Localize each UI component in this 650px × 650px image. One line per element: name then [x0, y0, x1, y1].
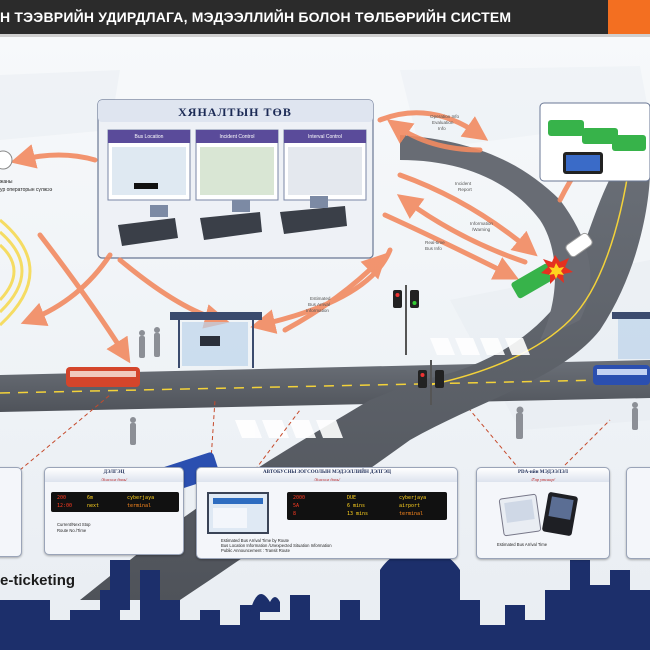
label-operation-info-2: Evaluation [432, 120, 454, 125]
header-accent-block [608, 0, 650, 34]
led-route-number: 200 [57, 495, 67, 501]
led-row: 2000 DUE cyberjaya [287, 495, 447, 502]
pda-device-icon [498, 493, 542, 537]
panel-bus-stop-info-subtitle: /Зогсоол дахь/ [313, 477, 341, 482]
city-skyline [0, 547, 650, 650]
bus-car-white [565, 232, 593, 258]
led-row: 200 6m cyberjaya [51, 495, 179, 502]
panel-bus-stop-info-header: АВТОБУСНЫ ЗОГСООЛЫН МЭДЭЭЛЛИЙН ДЭЛГЭЦ /З… [197, 468, 457, 482]
screen-label-incident-control: Incident Control [219, 134, 254, 140]
led-route-number: 5A [293, 503, 300, 509]
label-incident: Incident [455, 181, 472, 186]
label-operation-info-3: Info [438, 126, 446, 131]
led-board-left: 200 6m cyberjaya 12:00 next terminal [51, 492, 179, 512]
header-divider [0, 34, 650, 37]
panel-bus-stop-info: АВТОБУСНЫ ЗОГСООЛЫН МЭДЭЭЛЛИЙН ДЭЛГЭЦ /З… [196, 467, 458, 559]
kiosk-screen-icon [207, 492, 269, 534]
led-arrival-time: 6m [87, 495, 94, 501]
incident-burst-icon [541, 255, 573, 284]
label-operation-info: Operation Info [430, 114, 460, 119]
label-warning: /Warning [472, 227, 491, 232]
panel-stop-display: ДЭЛГЭЦ /Зогсоол дахь/ 200 6m cyberjaya 1… [44, 467, 184, 555]
led-destination: terminal [127, 503, 152, 509]
panel-stop-display-caption-1: Current/Next Stop [57, 522, 91, 527]
led-destination: cyberjaya [127, 495, 155, 501]
label-bus-arrival: Bus Arrival [308, 302, 330, 307]
led-destination: terminal [399, 511, 424, 517]
pedestrians [130, 327, 638, 445]
panel-bus-stop-info-caption-2: Bus Location Information /Unexpected Sit… [221, 543, 332, 548]
label-bus-info: Bus Info [425, 246, 442, 251]
label-arrival-information: Information [306, 308, 329, 313]
led-arrival-time: 13 mins [347, 511, 369, 517]
road-network [0, 130, 650, 600]
arrow-text-labels: Operation Info Evaluation Info Incident … [306, 114, 493, 313]
led-arrival-time: DUE [347, 495, 357, 501]
wireless-signal-icon [0, 218, 32, 327]
panel-stop-display-header: ДЭЛГЭЦ /Зогсоол дахь/ [45, 468, 183, 482]
control-center-window [97, 99, 374, 259]
bus-depot [539, 102, 650, 182]
panel-stop-display-left [0, 467, 22, 557]
bus-red [66, 367, 140, 387]
led-route-number: 8 [293, 511, 297, 517]
monitor-bus-location [107, 129, 191, 201]
left-label-line1: жаны [0, 179, 13, 185]
label-report: Report [458, 187, 473, 192]
panel-pda-info: PDA-ийн МЭДЭЭЛЭЛ /Гар утсаар/ Estimated … [476, 467, 610, 559]
led-route-number: 12:00 [57, 503, 73, 509]
page-title: Н ТЭЭВРИЙН УДИРДЛАГА, МЭДЭЭЛЛИЙН БОЛОН Т… [0, 9, 512, 25]
bus-shelter-left [170, 312, 262, 368]
bus-shelter-right [612, 312, 650, 359]
traffic-light-lower [418, 360, 444, 405]
panel-pda-info-subtitle: /Гар утсаар/ [531, 477, 555, 482]
panel-pda-info-title: PDA-ийн МЭДЭЭЛЭЛ [517, 470, 569, 475]
bus-blue [593, 365, 650, 385]
panel-pda-info-caption: Estimated Bus Arrival Time [497, 542, 548, 547]
led-board-center: 2000 DUE cyberjaya 5A 6 mins airport 8 1… [287, 492, 447, 520]
panel-right-edge [626, 467, 650, 559]
system-diagram: Bus Location Incident Control Interval C… [0, 37, 650, 650]
mobile-phone-icon [541, 491, 579, 537]
led-row: 5A 6 mins airport [287, 503, 447, 510]
left-label-line2: ур операторын сүлжээ [0, 187, 53, 193]
diagram-artwork: Bus Location Incident Control Interval C… [0, 66, 650, 650]
left-network-labels: жаны ур операторын сүлжээ [0, 150, 53, 193]
panel-bus-stop-info-caption-1: Estimated Bus Arrival Time by Route [221, 538, 289, 543]
panel-stop-display-subtitle: /Зогсоол дахь/ [100, 477, 128, 482]
led-row: 8 13 mins terminal [287, 511, 447, 518]
led-destination: airport [399, 503, 421, 509]
monitor-incident-control [195, 129, 279, 201]
monitor-labels: Bus Location Incident Control Interval C… [135, 134, 342, 140]
label-information: Information [470, 221, 493, 226]
screen-label-bus-location: Bus Location [135, 134, 164, 140]
led-arrival-time: next [87, 503, 100, 509]
operator-desks [118, 196, 347, 246]
led-route-number: 2000 [293, 495, 306, 501]
led-destination: cyberjaya [399, 495, 427, 501]
panel-pda-info-header: PDA-ийн МЭДЭЭЛЭЛ /Гар утсаар/ [477, 468, 609, 482]
eticketing-label: e-ticketing [0, 572, 76, 589]
led-arrival-time: 6 mins [347, 503, 366, 509]
screen-label-interval-control: Interval Control [308, 134, 342, 140]
header-bar: Н ТЭЭВРИЙН УДИРДЛАГА, МЭДЭЭЛЛИЙН БОЛОН Т… [0, 0, 650, 34]
traffic-light-upper [393, 285, 419, 355]
control-center-title: ХЯНАЛТЫН ТӨВ [178, 105, 292, 119]
monitor-interval-control [283, 129, 367, 201]
panel-bus-stop-info-title: АВТОБУСНЫ ЗОГСООЛЫН МЭДЭЭЛЛИЙН ДЭЛГЭЦ [263, 470, 391, 475]
dashed-links [19, 394, 611, 476]
led-row: 12:00 next terminal [51, 503, 179, 510]
panel-stop-display-title: ДЭЛГЭЦ [103, 470, 125, 475]
panel-bus-stop-info-caption-3: Public Announcement : Transit Route [221, 548, 290, 553]
label-estimated: Estimated [310, 296, 331, 301]
label-real-time: Real-time [425, 240, 445, 245]
panel-stop-display-caption-2: Route No./Time [57, 528, 87, 533]
